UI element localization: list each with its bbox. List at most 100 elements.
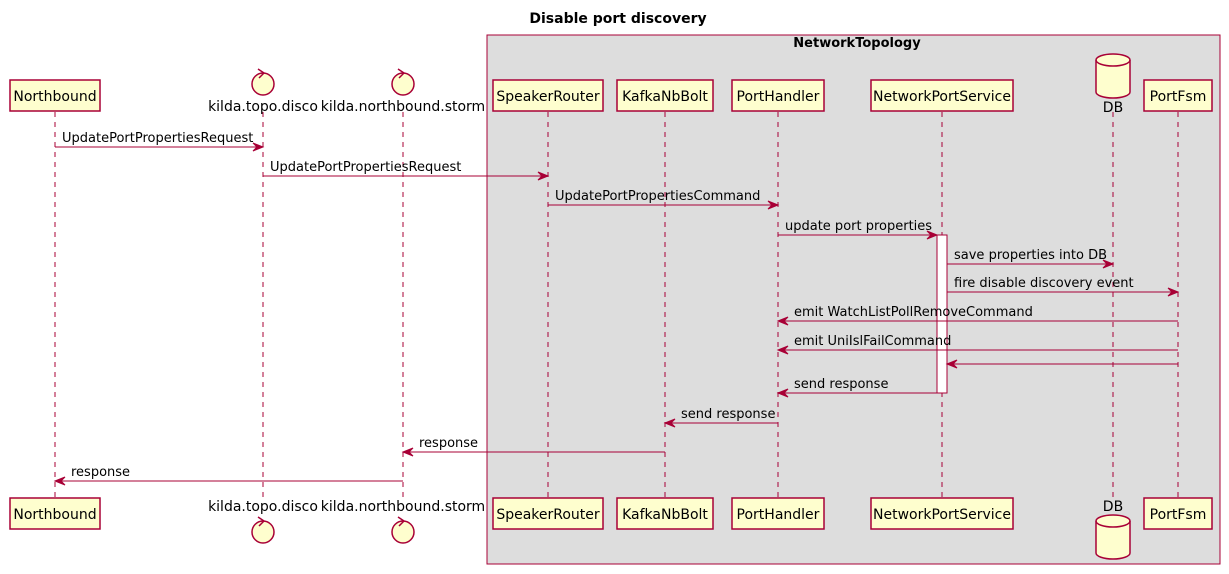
diagram-title: Disable port discovery xyxy=(529,11,706,27)
participant-label: Northbound xyxy=(13,89,96,105)
message-6: fire disable discovery event xyxy=(947,276,1180,297)
arrowhead xyxy=(776,388,789,398)
participant-nb-bottom: Northbound xyxy=(9,497,101,530)
message-label: emit UniIslFailCommand xyxy=(794,334,951,349)
participant-box xyxy=(616,79,714,112)
participant-kb-bottom: KafkaNbBolt xyxy=(616,497,714,530)
arrowhead xyxy=(776,316,789,326)
participant-sr-top: SpeakerRouter xyxy=(492,79,604,112)
participant-label: Northbound xyxy=(13,507,96,523)
participant-box xyxy=(731,79,825,112)
arrowhead xyxy=(53,476,66,486)
participant-label: SpeakerRouter xyxy=(496,89,600,105)
arrowhead xyxy=(945,359,958,369)
message-label: fire disable discovery event xyxy=(954,276,1134,291)
participant-label: kilda.topo.disco xyxy=(208,99,318,115)
participant-box xyxy=(9,79,101,112)
message-13: response xyxy=(53,465,403,486)
participant-storm-top: kilda.northbound.storm xyxy=(321,68,485,115)
participant-box xyxy=(731,497,825,530)
participant-box xyxy=(492,497,604,530)
participant-box xyxy=(870,497,1014,530)
message-label: UpdatePortPropertiesCommand xyxy=(555,189,760,204)
control-icon xyxy=(391,516,415,544)
message-2: UpdatePortPropertiesRequest xyxy=(263,160,550,181)
participant-storm-bottom: kilda.northbound.storm xyxy=(321,499,485,544)
participant-nb-top: Northbound xyxy=(9,79,101,112)
message-label: UpdatePortPropertiesRequest xyxy=(270,160,461,175)
participant-db-bottom: DB xyxy=(1095,499,1131,560)
participant-ph-top: PortHandler xyxy=(731,79,825,112)
message-label: response xyxy=(419,436,478,451)
arrowhead xyxy=(401,447,414,457)
participant-pf-top: PortFsm xyxy=(1143,79,1213,112)
activation-bar xyxy=(936,234,948,394)
participant-sr-bottom: SpeakerRouter xyxy=(492,497,604,530)
participant-nps-bottom: NetworkPortService xyxy=(870,497,1014,530)
participant-label: PortFsm xyxy=(1150,507,1207,523)
participant-ph-bottom: PortHandler xyxy=(731,497,825,530)
message-4: update port properties xyxy=(778,219,939,240)
message-9 xyxy=(945,359,1178,369)
arrowhead xyxy=(926,230,939,240)
participant-label: DB xyxy=(1103,499,1123,515)
participant-db-top: DB xyxy=(1095,53,1131,116)
database-icon xyxy=(1095,53,1131,99)
participant-label: KafkaNbBolt xyxy=(622,89,708,105)
participant-label: PortHandler xyxy=(737,507,820,523)
participant-label: kilda.northbound.storm xyxy=(321,99,485,115)
control-icon xyxy=(391,68,415,96)
participant-nps-top: NetworkPortService xyxy=(870,79,1014,112)
participant-pf-bottom: PortFsm xyxy=(1143,497,1213,530)
participant-label: PortFsm xyxy=(1150,89,1207,105)
arrowhead xyxy=(776,345,789,355)
message-12: response xyxy=(401,436,665,457)
arrowhead xyxy=(663,418,676,428)
activation-network-port-service xyxy=(936,234,948,394)
participant-topo-top: kilda.topo.disco xyxy=(208,68,318,115)
message-label: emit WatchListPollRemoveCommand xyxy=(794,305,1033,320)
arrowhead xyxy=(1167,287,1180,297)
message-label: response xyxy=(71,465,130,480)
participant-box xyxy=(1143,79,1213,112)
participant-label: SpeakerRouter xyxy=(496,507,600,523)
participant-box xyxy=(492,79,604,112)
arrowhead xyxy=(1102,259,1115,269)
message-label: send response xyxy=(794,377,888,392)
message-label: UpdatePortPropertiesRequest xyxy=(62,131,253,146)
message-label: save properties into DB xyxy=(954,248,1107,263)
arrowhead xyxy=(252,142,265,152)
participant-label: PortHandler xyxy=(737,89,820,105)
arrowhead xyxy=(767,200,780,210)
participant-label: kilda.topo.disco xyxy=(208,499,318,515)
database-icon xyxy=(1095,514,1131,560)
participant-label: kilda.northbound.storm xyxy=(321,499,485,515)
participant-label: NetworkPortService xyxy=(873,89,1011,105)
participant-box xyxy=(1143,497,1213,530)
control-icon xyxy=(251,68,275,96)
control-icon xyxy=(251,516,275,544)
message-5: save properties into DB xyxy=(947,248,1115,269)
participant-box xyxy=(616,497,714,530)
participant-label: DB xyxy=(1103,100,1123,116)
participant-label: KafkaNbBolt xyxy=(622,507,708,523)
message-label: send response xyxy=(681,407,775,422)
message-1: UpdatePortPropertiesRequest xyxy=(55,131,265,152)
message-3: UpdatePortPropertiesCommand xyxy=(548,189,780,210)
messages: UpdatePortPropertiesRequestUpdatePortPro… xyxy=(53,131,1180,486)
message-10: send response xyxy=(776,377,937,398)
message-label: update port properties xyxy=(785,219,932,234)
message-7: emit WatchListPollRemoveCommand xyxy=(776,305,1178,326)
participant-label: NetworkPortService xyxy=(873,507,1011,523)
message-8: emit UniIslFailCommand xyxy=(776,334,1178,355)
participant-box xyxy=(870,79,1014,112)
group-title: NetworkTopology xyxy=(793,36,921,51)
arrowhead xyxy=(537,171,550,181)
message-11: send response xyxy=(663,407,778,428)
participant-kb-top: KafkaNbBolt xyxy=(616,79,714,112)
group-network-topology: NetworkTopology xyxy=(486,34,1221,565)
participant-topo-bottom: kilda.topo.disco xyxy=(208,499,318,544)
